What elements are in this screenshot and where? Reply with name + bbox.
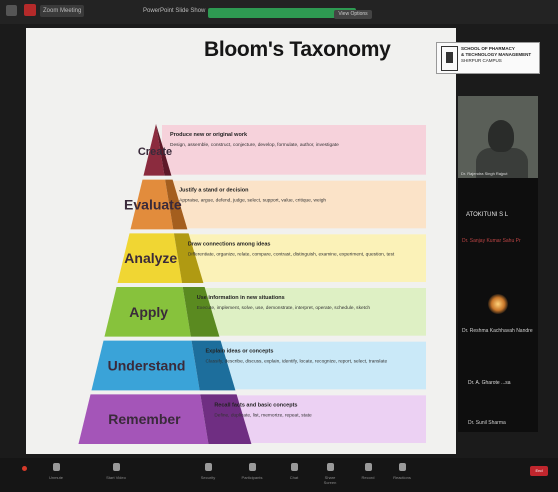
pyramid-level-understand: Understand Explain ideas or conceptsClass… — [91, 340, 426, 391]
level-description: Design, assemble, construct, conjecture,… — [170, 142, 339, 148]
toolbar-button-label: Security — [200, 475, 216, 480]
participant-name[interactable]: Dr. A. Gharote ...sa — [468, 380, 511, 386]
share-item[interactable] — [208, 8, 244, 18]
toolbar-participants-button[interactable]: Participants — [240, 463, 264, 480]
pyramid-level-apply: Apply Use information in new situationsEx… — [104, 287, 426, 337]
participant-name[interactable]: Dr. Sanjay Kumar Sahu Pr — [462, 238, 521, 244]
video-name: Dr. Rajendra Singh Rajput — [461, 171, 508, 176]
level-description: Define, duplicate, list, memorize, repea… — [214, 412, 312, 418]
toolbar-button-label: Unmute — [48, 475, 63, 480]
level-band — [171, 180, 426, 229]
level-band — [179, 234, 426, 282]
participant-video[interactable]: Dr. Rajendra Singh Rajput — [458, 96, 538, 178]
screen-share-banner[interactable] — [208, 8, 356, 18]
window-title: Zoom Meeting — [40, 5, 85, 17]
share-item[interactable] — [245, 8, 281, 18]
toolbar-button-label: Reactions — [393, 475, 411, 480]
meeting-top-bar: Zoom Meeting PowerPoint Slide Show View … — [0, 0, 558, 24]
level-name: Create — [138, 146, 172, 158]
bloom-pyramid: Create Produce new or original workDesign… — [78, 124, 426, 444]
meeting-controls: Unmute Start Video Security Participants Cha… — [0, 458, 558, 492]
level-front-face — [91, 340, 200, 391]
view-options-button[interactable]: View Options — [334, 10, 372, 19]
toolbar-button-label: Chat — [289, 475, 299, 480]
level-side-face — [182, 287, 220, 337]
record-icon — [364, 463, 372, 471]
toolbar-unmute-button[interactable]: Unmute — [44, 463, 68, 480]
security-icon — [204, 463, 212, 471]
level-front-face — [117, 233, 183, 283]
toolbar-reactions-button[interactable]: Reactions — [390, 463, 414, 480]
level-name: Apply — [129, 304, 168, 320]
pyramid-level-evaluate: Evaluate Justify a stand or decisionAppra… — [124, 179, 426, 230]
toolbar-security-button[interactable]: Security — [196, 463, 220, 480]
level-heading: Draw connections among ideas — [188, 241, 271, 247]
participant-name[interactable]: ATOKITUNI S L — [466, 212, 509, 218]
level-front-face — [104, 287, 191, 337]
level-description: Classify, describe, discuss, explain, id… — [206, 359, 388, 365]
toolbar-button-label: Share Screen — [323, 475, 337, 485]
participants-icon — [248, 463, 256, 471]
chat-icon — [290, 463, 298, 471]
logo-text: SCHOOL OF PHARMACY & TECHNOLOGY MANAGEME… — [461, 46, 532, 63]
level-band — [188, 288, 426, 336]
reactions-icon — [398, 463, 406, 471]
pyramid-level-create: Create Produce new or original workDesign… — [138, 124, 426, 176]
audio-status-icon — [22, 466, 27, 471]
person-body — [476, 148, 528, 178]
participant-panel: Dr. Rajendra Singh Rajput ATOKITUNI S L … — [458, 96, 538, 432]
level-heading: Use information in new situations — [197, 295, 285, 301]
level-description: Execute, implement, solve, use, demonstr… — [197, 305, 371, 311]
zoom-app-icon — [6, 5, 17, 16]
level-heading: Justify a stand or decision — [179, 188, 249, 194]
toolbar-share-screen-button[interactable]: Share Screen — [318, 463, 342, 485]
level-side-face — [191, 340, 236, 391]
level-name: Evaluate — [124, 197, 182, 213]
level-name: Analyze — [124, 250, 177, 266]
toolbar-start-video-button[interactable]: Start Video — [104, 463, 128, 480]
institute-logo: SCHOOL OF PHARMACY & TECHNOLOGY MANAGEME… — [436, 42, 540, 74]
participant-name[interactable]: Dr. Sunil Sharma — [468, 420, 506, 426]
end-meeting-button[interactable]: End — [530, 466, 548, 476]
level-band — [162, 125, 426, 175]
toolbar-button-label: Start Video — [106, 475, 126, 480]
participant-name[interactable]: Dr. Reshma Kachhavah Nandre — [462, 328, 533, 334]
unmute-icon — [52, 463, 60, 471]
level-front-face — [78, 394, 209, 444]
pyramid-level-remember: Remember Recall facts and basic conceptsD… — [78, 394, 426, 444]
slide-title: Bloom's Taxonomy — [204, 38, 391, 61]
toolbar-button-label: Participants — [241, 475, 263, 480]
toolbar-button-label: Record — [361, 475, 375, 480]
logo-mark-icon — [441, 46, 458, 71]
share-item[interactable] — [282, 8, 318, 18]
level-front-face — [143, 124, 165, 176]
toolbar-chat-button[interactable]: Chat — [282, 463, 306, 480]
participant-thumbnail[interactable] — [488, 294, 508, 314]
start-video-icon — [112, 463, 120, 471]
level-front-face — [130, 179, 174, 230]
level-heading: Produce new or original work — [170, 132, 248, 138]
level-side-face — [165, 179, 188, 230]
level-description: Appraise, argue, defend, judge, select, … — [179, 198, 326, 204]
person-head — [488, 120, 514, 152]
level-heading: Recall facts and basic concepts — [214, 402, 297, 408]
shared-window-label: PowerPoint Slide Show — [143, 8, 206, 14]
level-band — [197, 341, 426, 390]
level-description: Differentiate, organize, relate, compare… — [188, 251, 395, 257]
recording-icon — [24, 4, 36, 16]
pyramid-level-analyze: Analyze Draw connections among ideasDiffe… — [117, 233, 426, 283]
level-side-face — [200, 394, 252, 444]
level-side-face — [173, 233, 204, 283]
level-side-face — [156, 124, 172, 176]
level-name: Remember — [108, 411, 181, 427]
share-screen-icon — [326, 463, 334, 471]
toolbar-record-button[interactable]: Record — [356, 463, 380, 480]
level-heading: Explain ideas or concepts — [206, 349, 274, 355]
level-name: Understand — [108, 358, 186, 374]
